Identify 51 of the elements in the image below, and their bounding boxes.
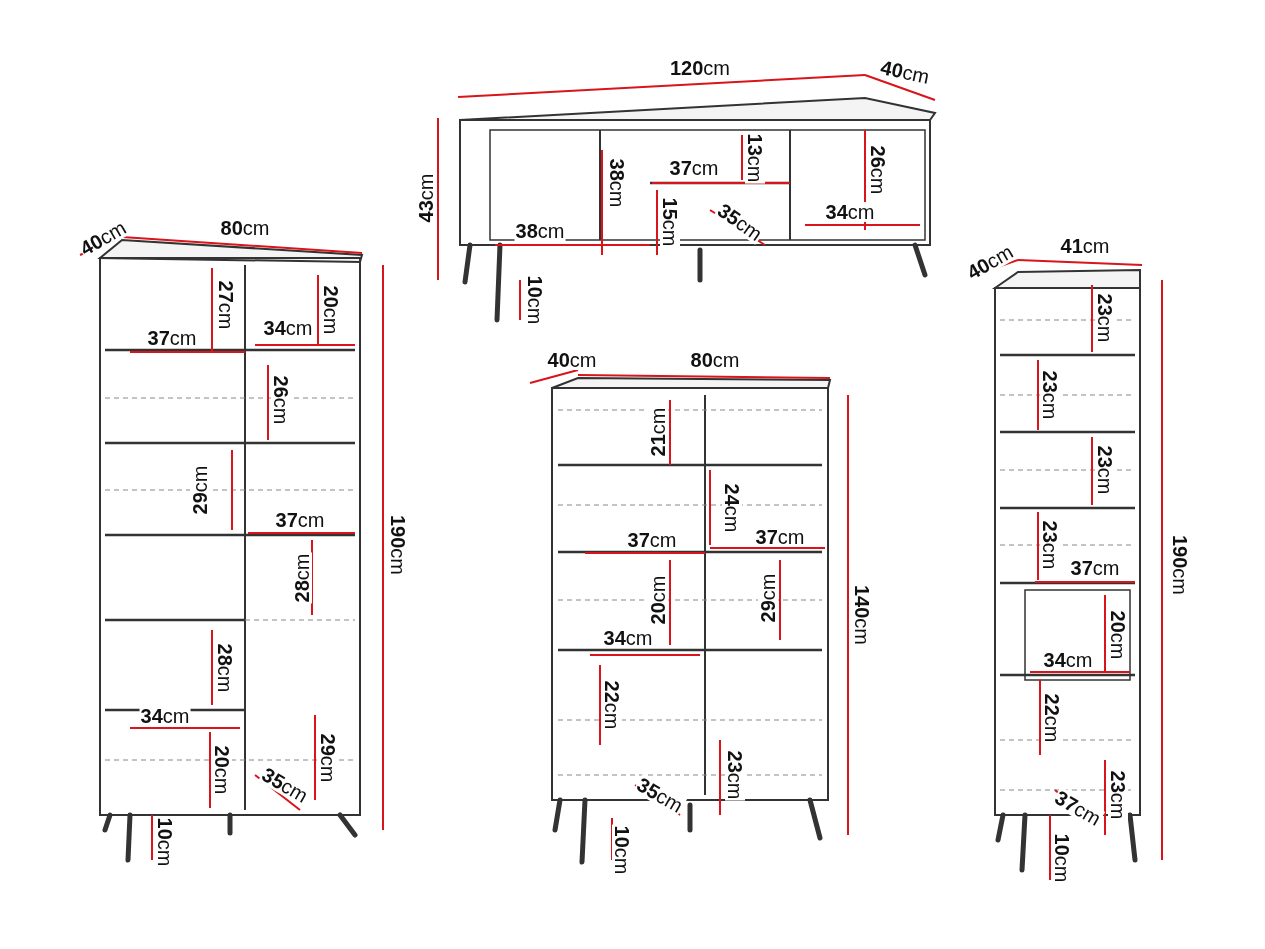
dimension-label: 38cm	[607, 157, 627, 209]
dimension-label: 20cm	[212, 744, 232, 796]
dimension-label: 21cm	[648, 406, 668, 458]
dimension-label: 34cm	[262, 318, 314, 338]
dimension-label: 27cm	[216, 279, 236, 331]
dimension-label: 140cm	[852, 584, 872, 646]
dimension-label: 37cm	[754, 527, 806, 547]
dimension-label: 20cm	[321, 284, 341, 336]
dimension-label: 23cm	[1040, 369, 1060, 421]
dimension-label: 40cm	[546, 350, 598, 370]
dimension-label: 23cm	[1040, 519, 1060, 571]
dimension-label: 23cm	[1095, 444, 1115, 496]
dimension-label: 35cm	[632, 773, 688, 817]
dimension-label: 10cm	[1052, 832, 1072, 884]
dimension-label: 28cm	[292, 552, 312, 604]
dimension-label: 34cm	[139, 706, 191, 726]
dimension-label: 120cm	[669, 58, 731, 78]
dimension-label: 20cm	[648, 574, 668, 626]
dimension-label: 24cm	[722, 482, 742, 534]
dimension-label: 80cm	[689, 350, 741, 370]
dimension-label: 34cm	[824, 202, 876, 222]
dimension-label: 38cm	[514, 221, 566, 241]
dimension-label: 10cm	[155, 816, 175, 868]
dimension-label: 29cm	[758, 572, 778, 624]
dimension-label: 28cm	[215, 642, 235, 694]
dimension-label: 190cm	[388, 514, 408, 576]
dimension-label: 37cm	[274, 510, 326, 530]
dimension-label: 29cm	[190, 464, 210, 516]
dimension-label: 37cm	[668, 158, 720, 178]
dimension-label: 41cm	[1059, 236, 1111, 256]
dimension-label: 34cm	[1042, 650, 1094, 670]
dimension-label: 23cm	[1108, 769, 1128, 821]
dimension-label: 23cm	[725, 749, 745, 801]
dimension-label: 34cm	[602, 628, 654, 648]
dimension-label: 80cm	[219, 218, 271, 238]
dimension-label: 37cm	[1069, 558, 1121, 578]
dimension-label: 22cm	[602, 679, 622, 731]
dimension-label: 37cm	[626, 530, 678, 550]
dimension-label: 13cm	[745, 132, 765, 184]
dimension-label: 26cm	[271, 374, 291, 426]
dimension-label: 15cm	[660, 196, 680, 248]
dimension-label: 43cm	[416, 172, 436, 224]
dimension-label: 37cm	[146, 328, 198, 348]
dimension-label: 23cm	[1095, 292, 1115, 344]
dimension-label: 22cm	[1042, 692, 1062, 744]
dimension-label: 10cm	[612, 824, 632, 876]
dimension-label: 29cm	[318, 732, 338, 784]
dimension-label: 20cm	[1108, 609, 1128, 661]
dimension-label: 26cm	[868, 144, 888, 196]
dimension-label: 10cm	[525, 274, 545, 326]
dimension-label: 190cm	[1170, 534, 1190, 596]
